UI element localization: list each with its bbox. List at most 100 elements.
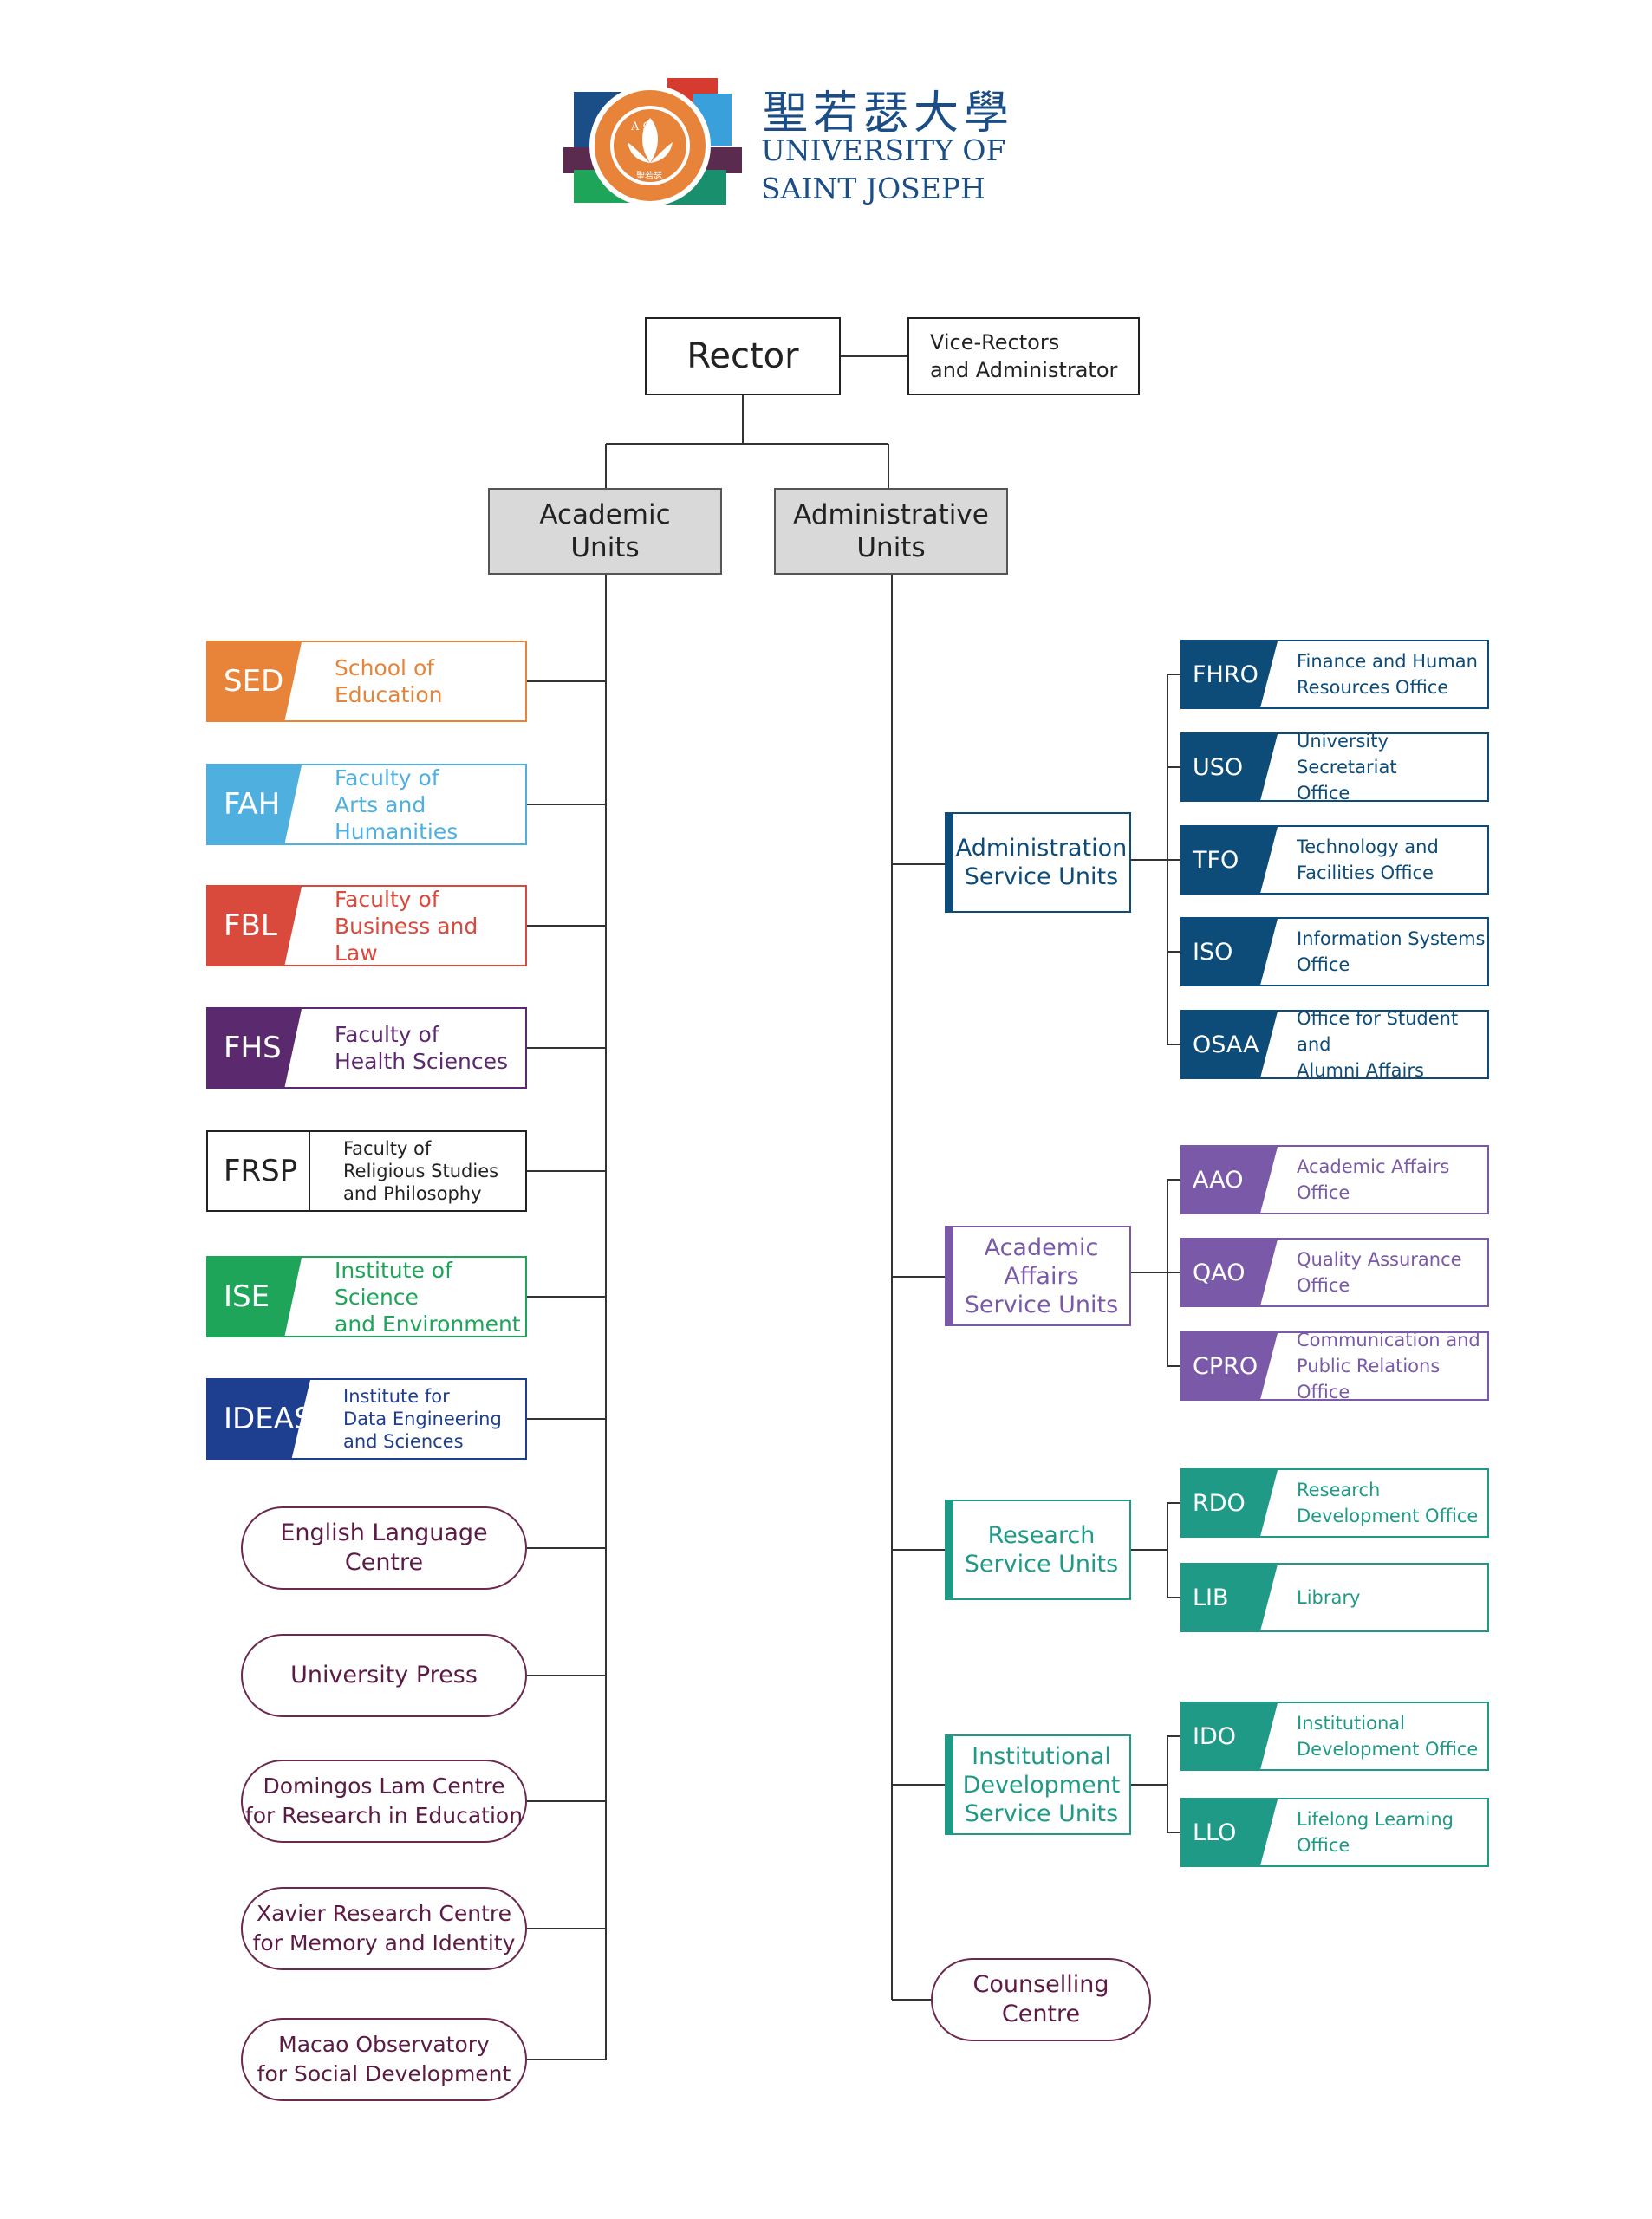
unit-code: FBL bbox=[208, 887, 302, 965]
office-name-line2: Office bbox=[1297, 1182, 1350, 1203]
unit-name-line2: and Environment bbox=[335, 1311, 521, 1337]
office-name-line1: Quality Assurance bbox=[1297, 1249, 1462, 1270]
office-code: CPRO bbox=[1182, 1333, 1278, 1399]
office-code: AAO bbox=[1182, 1147, 1278, 1213]
office-code: RDO bbox=[1182, 1470, 1278, 1536]
unit-name-line1: School of bbox=[335, 655, 435, 680]
unit-code: SED bbox=[208, 642, 302, 720]
office-name-line1: Communication and bbox=[1297, 1330, 1480, 1350]
unit-name-line2: Arts and Humanities bbox=[335, 791, 459, 844]
office-name-line2: Development Office bbox=[1297, 1506, 1479, 1526]
vice-rectors-box: Vice-Rectors and Administrator bbox=[907, 317, 1140, 395]
seal-letters: A Ω bbox=[630, 120, 652, 133]
office-name-line1: Finance and Human bbox=[1297, 651, 1478, 672]
office-name-line2: Resources Office bbox=[1297, 677, 1449, 698]
office-name-line2: Office bbox=[1297, 1275, 1350, 1296]
unit-name-line2: Health Sciences bbox=[335, 1049, 508, 1074]
rector-box: Rector bbox=[645, 317, 841, 395]
office-name-line1: Information Systems bbox=[1297, 928, 1486, 949]
office-name-line1: Office for Student and bbox=[1297, 1008, 1459, 1055]
office-name-line1: Research bbox=[1297, 1480, 1381, 1500]
unit-code: FHS bbox=[208, 1009, 302, 1087]
unit-code: FAH bbox=[208, 765, 302, 843]
university-chinese-name: 聖若瑟大學 bbox=[763, 88, 1015, 140]
unit-name-line1: Faculty of bbox=[343, 1138, 432, 1159]
office-name-line2: Office bbox=[1297, 783, 1350, 804]
office-code: TFO bbox=[1182, 827, 1278, 893]
office-name-line2: Facilities Office bbox=[1297, 862, 1434, 883]
university-english-name: UNIVERSITY OF SAINT JOSEPH bbox=[761, 132, 1005, 208]
office-name-line2: Office bbox=[1297, 954, 1350, 975]
university-press: University Press bbox=[241, 1634, 527, 1717]
university-logo: A Ω 聖若瑟 bbox=[563, 68, 1031, 219]
unit-name-line2: Education bbox=[335, 682, 443, 707]
office-name-line1: Technology and bbox=[1297, 836, 1439, 857]
office-code: FHRO bbox=[1182, 641, 1278, 707]
office-name-line1: Lifelong Learning bbox=[1297, 1809, 1454, 1830]
office-name-line2: Public Relations Office bbox=[1297, 1356, 1441, 1402]
office-code: USO bbox=[1182, 734, 1278, 800]
unit-name-line2: Business and Law bbox=[335, 913, 478, 966]
unit-name-line3: and Philosophy bbox=[343, 1183, 482, 1204]
office-name-line2: Development Office bbox=[1297, 1739, 1479, 1760]
unit-name-line3: and Sciences bbox=[343, 1431, 464, 1452]
unit-name-line1: Institute of Science bbox=[335, 1257, 452, 1310]
office-code: IDO bbox=[1182, 1703, 1278, 1769]
unit-code: ISE bbox=[208, 1258, 302, 1336]
unit-name-line1: Faculty of bbox=[335, 1022, 439, 1047]
office-code: QAO bbox=[1182, 1240, 1278, 1305]
english-name-line2: SAINT JOSEPH bbox=[761, 172, 985, 205]
unit-name-line2: Data Engineering bbox=[343, 1409, 502, 1429]
office-name: Library bbox=[1278, 1565, 1487, 1630]
office-code: OSAA bbox=[1182, 1012, 1278, 1077]
university-seal-icon: A Ω 聖若瑟 bbox=[563, 78, 742, 206]
office-code: LLO bbox=[1182, 1799, 1278, 1865]
office-name-line1: University Secretariat bbox=[1297, 731, 1397, 778]
office-name-line1: Institutional bbox=[1297, 1713, 1405, 1734]
unit-name-line2: Religious Studies bbox=[343, 1161, 499, 1181]
